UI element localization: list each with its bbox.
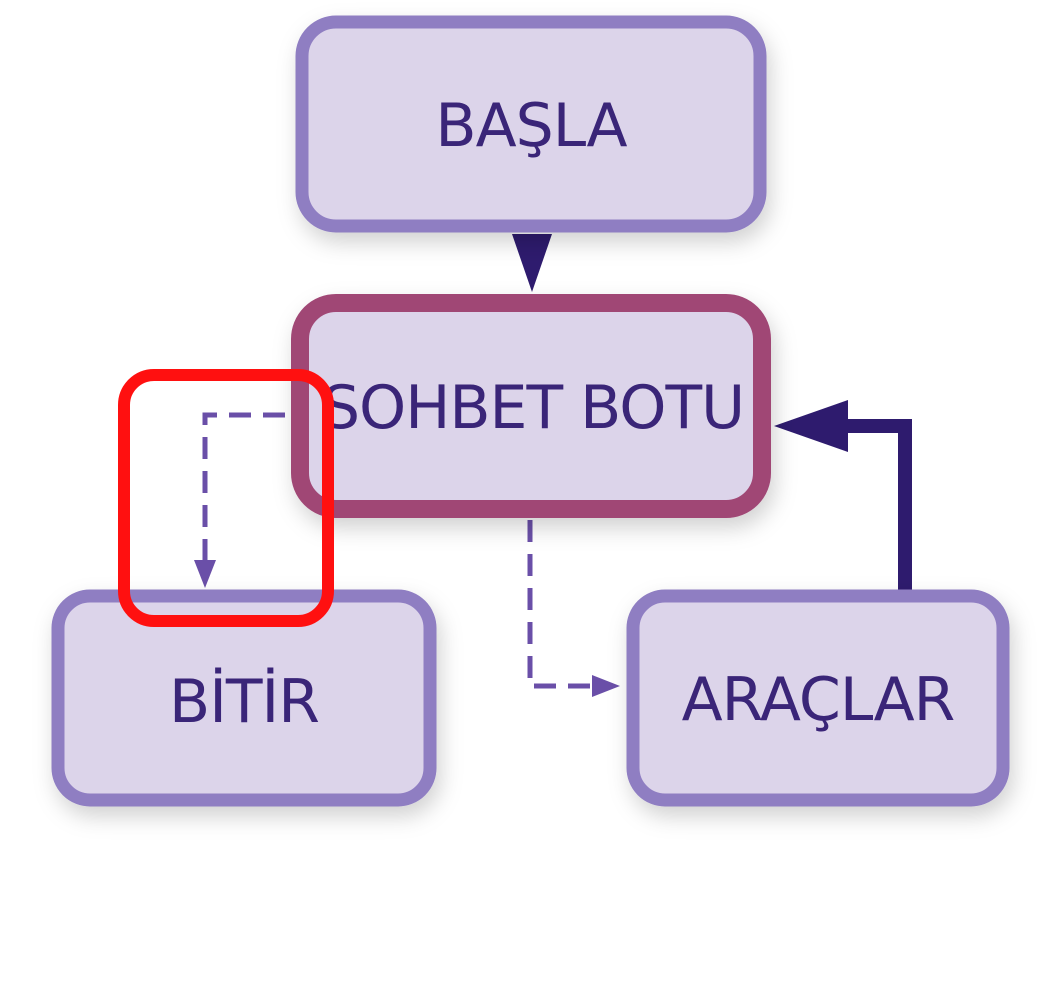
node-chatbot [291, 294, 771, 518]
node-chatbot-box [291, 294, 771, 518]
node-tools-label: ARAÇLAR [682, 665, 955, 735]
edge-tools-to-chatbot [840, 419, 912, 590]
node-start-box [295, 15, 767, 233]
node-tools [626, 589, 1010, 807]
edge-chatbot-to-tools [527, 520, 592, 689]
node-end [51, 589, 437, 807]
edge-start-to-chatbot-arrowhead [512, 234, 552, 292]
node-start-label: BAŞLA [435, 91, 627, 161]
edge-chatbot-to-tools-arrowhead [592, 675, 620, 697]
node-tools-box [626, 589, 1010, 807]
node-end-box [51, 589, 437, 807]
edge-chatbot-to-end-arrowhead [194, 560, 216, 588]
node-end-label: BİTİR [169, 666, 319, 737]
edge-tools-to-chatbot-arrowhead [774, 400, 848, 452]
highlight-box [118, 369, 334, 627]
edge-chatbot-to-end [202, 412, 285, 560]
node-chatbot-label: SOHBET BOTU [322, 373, 744, 443]
node-start [295, 15, 767, 233]
